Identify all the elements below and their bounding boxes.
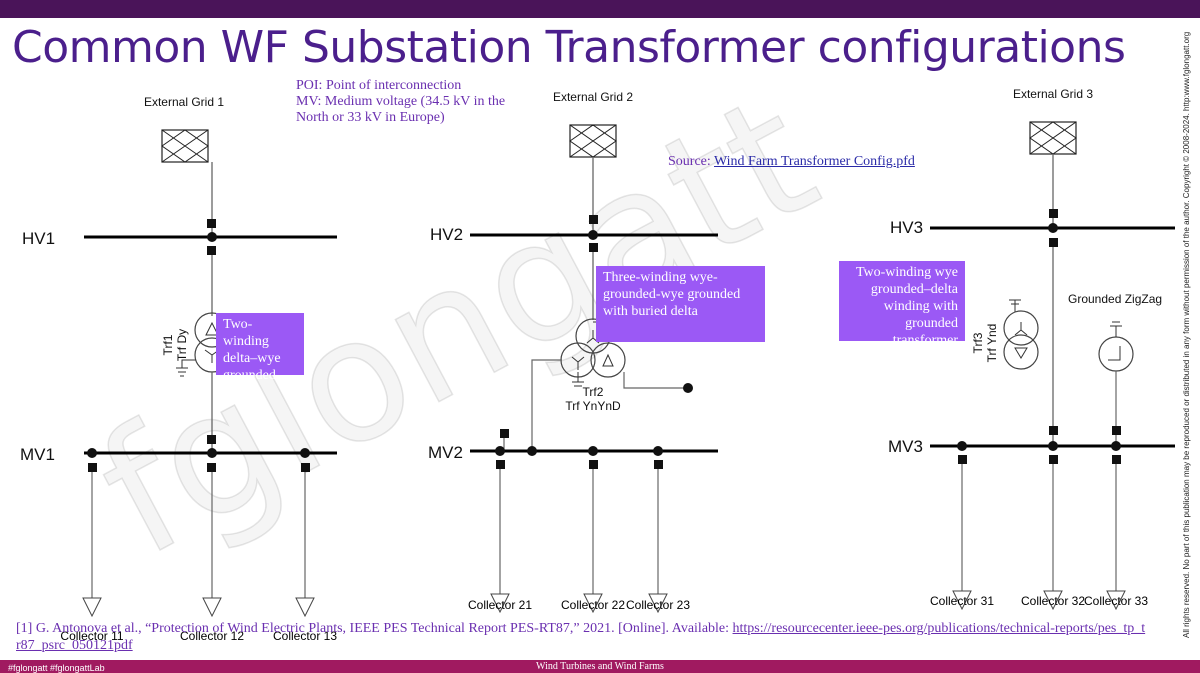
external-grid-2-label: External Grid 2 bbox=[553, 90, 633, 104]
collector-label-11: Collector 11 bbox=[60, 629, 124, 643]
bottom-bar bbox=[0, 660, 1200, 673]
external-grid-1-label: External Grid 1 bbox=[144, 95, 224, 109]
footer-title: Wind Turbines and Wind Farms bbox=[536, 661, 664, 672]
diagram-3: External Grid 3 HV3 Trf3 Trf Ynd Grounde… bbox=[888, 87, 1175, 611]
grounded-zigzag-label: Grounded ZigZag bbox=[1068, 292, 1162, 306]
source-link[interactable]: Wind Farm Transformer Config.pfd bbox=[714, 154, 915, 169]
collector-label-32: Collector 32 bbox=[1020, 594, 1086, 608]
trf3-name: Trf3 bbox=[971, 332, 985, 353]
collector-label-21: Collector 21 bbox=[467, 598, 533, 612]
copyright-sidebar: All rights reserved. No part of this pub… bbox=[1177, 18, 1199, 660]
config-label-box-3: Two-winding wye grounded–delta winding w… bbox=[839, 261, 965, 348]
top-bar bbox=[0, 0, 1200, 18]
grounded-zigzag-icon bbox=[1098, 321, 1134, 372]
diagram-1: External Grid 1 HV1 Trf1 Trf Dy MV1 bbox=[20, 95, 337, 618]
hv2-bus-label: HV2 bbox=[430, 225, 463, 244]
hv1-bus-label: HV1 bbox=[22, 229, 55, 248]
trf3-type: Trf Ynd bbox=[985, 324, 999, 363]
hashtags: #fglongatt #fglongattLab bbox=[8, 663, 105, 673]
source-line: Source: Wind Farm Transformer Config.pfd bbox=[668, 154, 915, 170]
diagram-2: External Grid 2 HV2 Trf2 Trf YnYnD bbox=[428, 90, 718, 614]
external-grid-3-label: External Grid 3 bbox=[1013, 87, 1093, 101]
mv3-bus-label: MV3 bbox=[888, 437, 923, 456]
collector-label-33: Collector 33 bbox=[1083, 594, 1149, 608]
collector-label-13: Collector 13 bbox=[272, 629, 338, 643]
reference-text: [1] G. Antonova et al., “Protection of W… bbox=[16, 621, 733, 636]
slide-title: Common WF Substation Transformer configu… bbox=[12, 22, 1126, 73]
config-label-box-1: Two-winding delta–wye grounded bbox=[216, 313, 304, 383]
collector-23-load-icon bbox=[648, 593, 668, 614]
external-grid-3-icon bbox=[1029, 121, 1077, 155]
hv3-bus-label: HV3 bbox=[890, 218, 923, 237]
external-grid-2-icon bbox=[569, 124, 617, 158]
mv2-bus-label: MV2 bbox=[428, 443, 463, 462]
abbreviation-note: POI: Point of interconnection MV: Medium… bbox=[296, 78, 536, 126]
external-grid-1-icon bbox=[161, 129, 209, 163]
mv1-bus-label: MV1 bbox=[20, 445, 55, 464]
collector-label-31: Collector 31 bbox=[929, 594, 995, 608]
collector-31-load-icon bbox=[952, 590, 972, 611]
single-line-diagrams: External Grid 1 HV1 Trf1 Trf Dy MV1 bbox=[20, 87, 1175, 618]
config-label-box-2: Three-winding wye-grounded-wye grounded … bbox=[596, 266, 765, 342]
trf2-name: Trf2 bbox=[583, 385, 604, 399]
collector-32-load-icon bbox=[1043, 590, 1063, 611]
trf1-type: Trf Dy bbox=[175, 329, 189, 361]
collector-label-22: Collector 22 bbox=[560, 598, 626, 612]
reference-citation: [1] G. Antonova et al., “Protection of W… bbox=[16, 620, 1146, 654]
collector-22-load-icon bbox=[583, 593, 603, 614]
collector-13-load-icon bbox=[295, 597, 315, 618]
collector-label-23: Collector 23 bbox=[625, 598, 691, 612]
copyright-notice: All rights reserved. No part of this pub… bbox=[1182, 31, 1191, 638]
collector-11-load-icon bbox=[82, 597, 102, 618]
trf3-transformer-icon bbox=[1003, 299, 1039, 370]
collector-33-load-icon bbox=[1106, 590, 1126, 611]
trf2-type: Trf YnYnD bbox=[565, 399, 621, 413]
collector-12-load-icon bbox=[202, 597, 222, 618]
collector-21-load-icon bbox=[490, 593, 510, 614]
trf1-name: Trf1 bbox=[161, 334, 175, 355]
collector-label-12: Collector 12 bbox=[179, 629, 245, 643]
note-text: POI: Point of interconnection MV: Medium… bbox=[296, 78, 506, 125]
reference-link[interactable]: https://resourcecenter.ieee-pes.org/publ… bbox=[16, 621, 1146, 653]
source-prefix: Source: bbox=[668, 154, 715, 169]
